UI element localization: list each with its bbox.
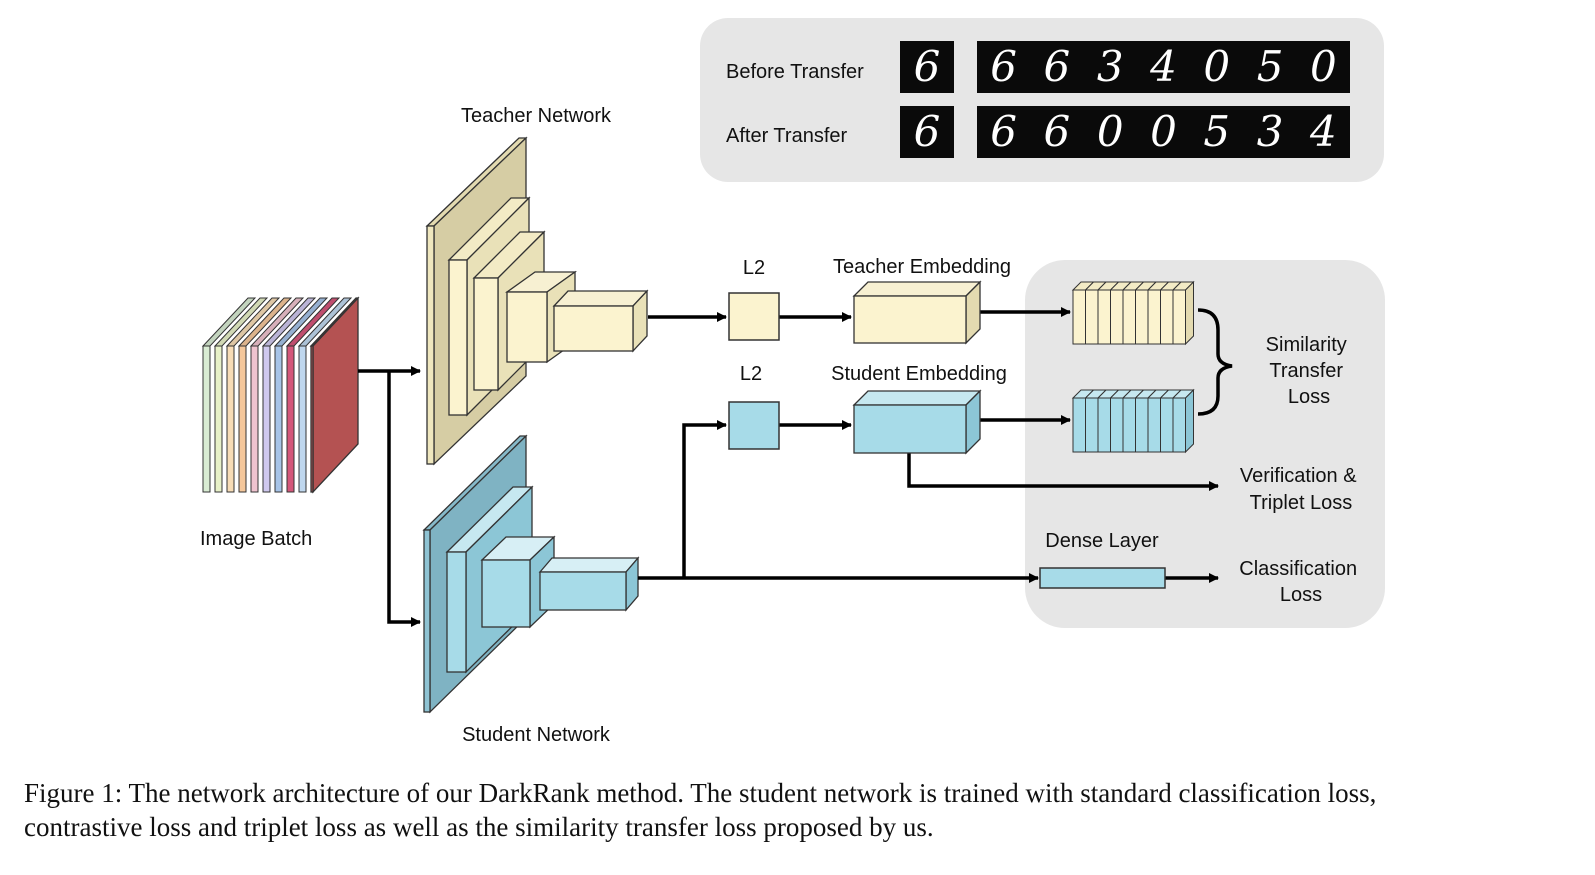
- teacher-layer-5: [552, 289, 649, 353]
- ranked-embedding-cell: [1171, 280, 1195, 346]
- student-ranked-embeddings: [1071, 388, 1195, 454]
- ranked-embedding-cell: [1071, 389, 1095, 453]
- before-transfer-label: Before Transfer: [726, 61, 864, 83]
- teacher-embedding-label: Teacher Embedding: [833, 256, 1011, 278]
- ranked-embedding-cell: [1084, 281, 1108, 345]
- after-query-digit: 6: [914, 107, 941, 156]
- ranked-digit: 4: [1309, 107, 1337, 156]
- similarity-transfer-loss-label: Similarity Transfer Loss: [1266, 334, 1353, 408]
- image-slice: [273, 297, 329, 493]
- ranked-digit: 6: [1044, 107, 1071, 156]
- embeddings: [852, 280, 982, 455]
- ranked-embedding-cell: [1121, 281, 1145, 345]
- image-slice: [285, 297, 341, 493]
- image-slice: [261, 297, 317, 493]
- ranked-digit: 0: [1203, 42, 1230, 91]
- ranked-embedding-cell: [1121, 389, 1145, 453]
- image-slice: [237, 297, 293, 493]
- ranked-embedding-cell: [1096, 389, 1120, 453]
- ranked-digit: 3: [1097, 42, 1124, 91]
- student-layer-4: [538, 556, 640, 612]
- after-transfer-label: After Transfer: [726, 125, 847, 147]
- ranked-embedding-cell: [1146, 389, 1170, 453]
- ranked-digit: 6: [1044, 42, 1071, 91]
- ranked-embedding-cell: [1171, 388, 1195, 454]
- teacher-ranked-embeddings: [1071, 280, 1195, 346]
- similarity-brace: [1197, 308, 1233, 416]
- dense-layer-bar: [1039, 567, 1166, 589]
- caption-line-2: contrastive loss and triplet loss as wel…: [24, 812, 934, 842]
- teacher-network-label: Teacher Network: [461, 105, 612, 127]
- student-embedding-box: [852, 389, 982, 455]
- batch-to-student-arrow: [387, 371, 421, 627]
- before-query-digit: 6: [914, 42, 941, 91]
- after-ranked-digits-strip: [977, 106, 1350, 158]
- image-slice: [297, 297, 353, 493]
- student-network-label: Student Network: [462, 724, 611, 746]
- dense-layer-label: Dense Layer: [1045, 530, 1159, 552]
- classification-loss-label: Classification Loss: [1239, 558, 1362, 606]
- ranked-embedding-cell: [1109, 281, 1133, 345]
- ranked-digit: 0: [1310, 42, 1337, 91]
- student-l2-node: [728, 401, 780, 450]
- after-query-digit-tile: [900, 106, 954, 158]
- ranked-digit: 4: [1149, 42, 1177, 91]
- ranked-digit: 3: [1257, 107, 1284, 156]
- student-to-l2-arrow: [682, 420, 727, 578]
- image-slice: [201, 297, 257, 493]
- ranked-digit: 5: [1257, 42, 1284, 91]
- image-batch-label: Image Batch: [200, 528, 312, 550]
- connectors: [358, 307, 1233, 627]
- student-l2-label: L2: [740, 363, 762, 385]
- image-batch-front: [309, 296, 360, 494]
- teacher-network: [425, 136, 649, 466]
- image-slice: [213, 297, 269, 493]
- student-embedding-to-verification-arrow: [907, 453, 1219, 491]
- ranked-embedding-cell: [1146, 281, 1170, 345]
- caption-line-1: Figure 1: The network architecture of ou…: [24, 778, 1377, 808]
- image-slice: [249, 297, 305, 493]
- teacher-embedding-box: [852, 280, 982, 345]
- image-batch-stack: [201, 296, 360, 494]
- student-network: [422, 434, 640, 714]
- before-ranked-digits-strip: [977, 41, 1350, 93]
- ranked-embedding-cell: [1134, 281, 1158, 345]
- teacher-l2-node: [728, 292, 780, 341]
- teacher-l2-label: L2: [743, 257, 765, 279]
- ranked-embedding-cell: [1159, 389, 1183, 453]
- ranked-digit: 5: [1203, 107, 1230, 156]
- ranked-digit: 6: [990, 107, 1017, 156]
- figure-caption: Figure 1: The network architecture of ou…: [24, 776, 1564, 844]
- verification-triplet-loss-label: Verification & Triplet Loss: [1240, 465, 1362, 514]
- ranked-digit: 6: [990, 42, 1017, 91]
- loss-panel: [1025, 260, 1385, 628]
- ranked-digit: 0: [1150, 107, 1177, 156]
- ranked-digit: 0: [1097, 107, 1124, 156]
- before-query-digit-tile: [900, 41, 954, 93]
- image-slice: [225, 297, 281, 493]
- student-embedding-label: Student Embedding: [831, 363, 1007, 385]
